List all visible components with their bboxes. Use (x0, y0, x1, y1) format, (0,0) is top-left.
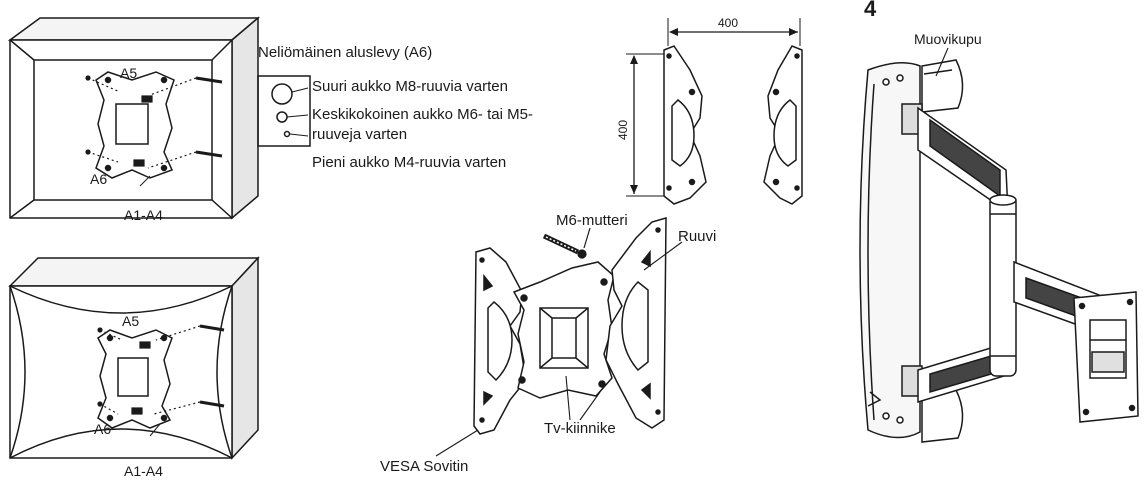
m6-nut-bolt (542, 227, 591, 259)
vesa-adapter-right (605, 217, 667, 429)
vesa-dimension-lines (626, 18, 801, 197)
step-number: 4 (864, 0, 877, 21)
washer-medium-hole-label-line1: Keskikokoinen aukko M6- tai M5- (312, 106, 533, 123)
washer-large-hole-label: Suuri aukko M8-ruuvia varten (312, 78, 508, 95)
curved-tv-back (8, 256, 260, 460)
bracket-leader-lines (435, 241, 683, 457)
tv-bracket-label: Tv-kiinnike (544, 420, 616, 437)
m6-nut-label: M6-mutteri (556, 212, 628, 229)
swing-arm-mount (859, 59, 1139, 443)
label-a5-flat: A5 (120, 65, 138, 81)
washer-medium-hole-label-line2: ruuveja varten (312, 126, 408, 143)
label-a6-curved: A6 (94, 421, 112, 437)
vesa-height-label: 400 (616, 119, 630, 140)
vesa-width-label: 400 (718, 16, 739, 30)
label-a1-a4-flat: A1-A4 (124, 207, 163, 223)
vesa-plate-curved (97, 329, 173, 429)
screws-flat (85, 75, 223, 187)
vesa-400-plates (663, 45, 803, 205)
plastic-cap-label: Muovikupu (914, 31, 982, 47)
washer-small-hole-label: Pieni aukko M4-ruuvia varten (312, 154, 507, 171)
label-a5-curved: A5 (122, 313, 140, 329)
label-a6-flat: A6 (90, 171, 108, 187)
plastic-cap-leader (935, 47, 949, 77)
vesa-adapter-left (473, 247, 527, 435)
tv-bracket-center (512, 261, 615, 399)
vesa-plate-flat (95, 71, 175, 179)
screw-label: Ruuvi (678, 228, 717, 245)
label-a1-a4-curved: A1-A4 (124, 463, 163, 479)
washer-square (257, 75, 311, 147)
vesa-adapter-label: VESA Sovitin (380, 458, 469, 475)
washer-legend-title: Neliömäinen aluslevy (A6) (258, 44, 433, 61)
screws-curved (97, 324, 225, 437)
